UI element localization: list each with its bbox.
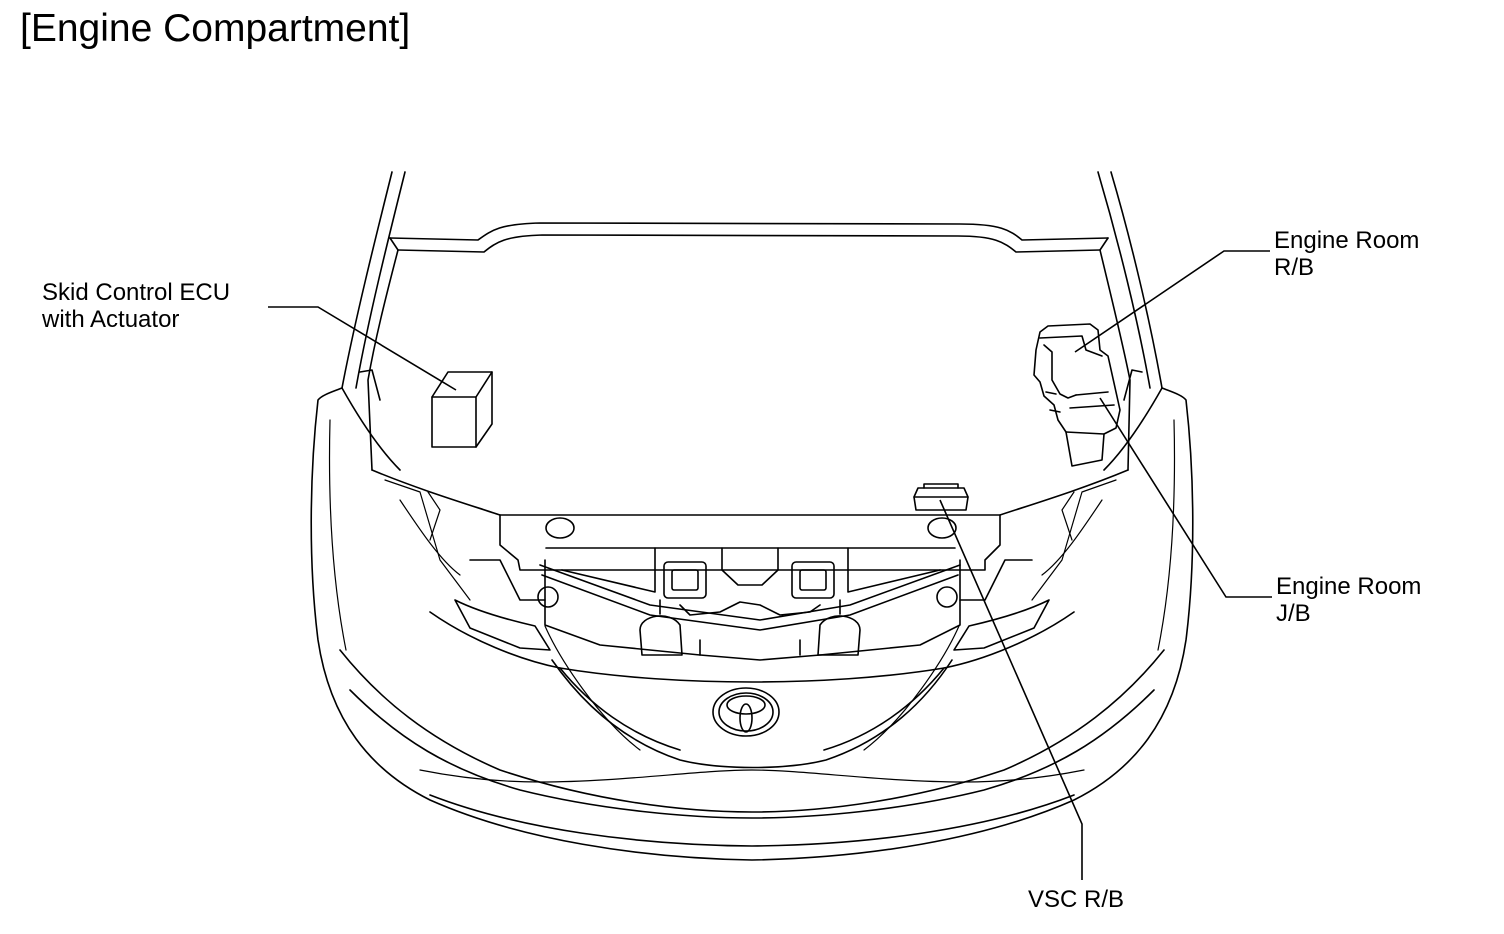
hood-panel	[367, 222, 1131, 471]
label-engine-room-jb-line1: Engine Room	[1276, 573, 1422, 600]
leader-engine-room-rb	[1074, 250, 1270, 353]
label-vsc-rb-line1: VSC R/B	[1028, 886, 1125, 913]
engine-bay-edge	[371, 469, 1129, 601]
label-skid-control-line1: Skid Control ECU	[42, 279, 231, 306]
fenders	[310, 369, 1194, 861]
label-engine-room-jb-line2: J/B	[1276, 600, 1311, 627]
label-skid-control-ecu: Skid Control ECU with Actuator	[42, 279, 230, 333]
vsc-rb-component	[913, 483, 969, 511]
bumper	[339, 611, 1165, 847]
skid-control-ecu-component	[431, 371, 493, 448]
label-engine-room-jb: Engine Room J/B	[1276, 573, 1421, 627]
leader-skid-control	[268, 306, 457, 391]
leader-engine-room-jb	[1099, 397, 1272, 598]
label-engine-room-rb: Engine Room R/B	[1274, 227, 1419, 281]
leader-vsc-rb	[939, 499, 1083, 880]
engine-room-rb-jb-component	[1033, 323, 1121, 467]
a-pillars	[341, 171, 1163, 389]
toyota-emblem-icon	[712, 687, 780, 737]
label-vsc-rb: VSC R/B	[1028, 886, 1124, 913]
radiator-support	[469, 514, 1033, 661]
headlamps	[454, 599, 1050, 656]
leader-lines	[268, 250, 1272, 880]
page-title: [Engine Compartment]	[20, 7, 411, 50]
label-engine-room-rb-line1: Engine Room	[1274, 227, 1420, 254]
label-engine-room-rb-line2: R/B	[1274, 254, 1315, 281]
label-skid-control-line2: with Actuator	[42, 306, 180, 333]
